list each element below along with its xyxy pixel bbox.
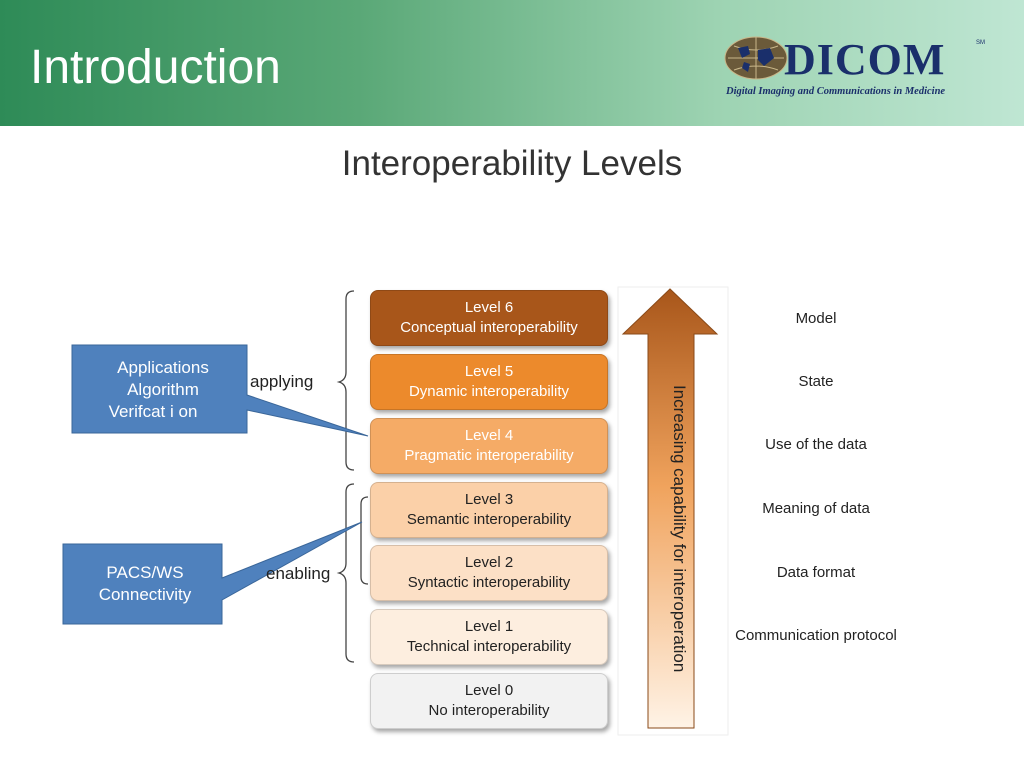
applying-bracket — [336, 290, 355, 471]
level-6-box: Level 6 Conceptual interoperability — [370, 290, 608, 346]
enabling-bracket — [336, 483, 355, 663]
callout-line: PACS/WS — [106, 563, 184, 582]
level-number: Level 2 — [464, 554, 514, 571]
applications-callout: Applications Algorithm Verifcat i on — [88, 357, 238, 423]
right-label-protocol: Communication protocol — [735, 627, 897, 644]
level-4-box: Level 4 Pragmatic interoperability — [370, 418, 608, 474]
level-name: Technical interoperability — [406, 638, 572, 655]
callout-line: Algorithm — [127, 380, 199, 399]
callout-line: Connectivity — [98, 585, 192, 604]
level-number: Level 3 — [464, 491, 514, 508]
level-name: Syntactic interoperability — [407, 574, 571, 591]
level-3-box: Level 3 Semantic interoperability — [370, 482, 608, 538]
arrow-label: Increasing capability for interoperation — [670, 385, 689, 673]
dicom-wordmark: DICOM — [784, 35, 946, 84]
right-label-state: State — [798, 373, 834, 390]
level-name: Pragmatic interoperability — [404, 447, 574, 464]
level-1-box: Level 1 Technical interoperability — [370, 609, 608, 665]
level-name: Conceptual interoperability — [400, 319, 578, 336]
pacs-callout: PACS/WS Connectivity — [75, 562, 215, 606]
level-number: Level 4 — [464, 427, 514, 444]
level-2-box: Level 2 Syntactic interoperability — [370, 545, 608, 601]
right-label-use: Use of the data — [765, 436, 867, 453]
header-banner: Introduction DICOM SM Digital Imaging an… — [0, 0, 1024, 126]
callout-line: Applications — [117, 358, 209, 377]
level-name: Semantic interoperability — [406, 511, 572, 528]
level-name: Dynamic interoperability — [408, 383, 570, 400]
right-label-format: Data format — [776, 564, 856, 581]
page-title: Introduction — [30, 41, 281, 94]
right-label-meaning: Meaning of data — [762, 500, 870, 517]
right-label-model: Model — [795, 310, 837, 327]
service-mark: SM — [976, 40, 985, 46]
dicom-logo: DICOM SM Digital Imaging and Communicati… — [724, 34, 988, 104]
callout-line: Verifcat i on — [108, 402, 198, 421]
level-name: No interoperability — [428, 702, 550, 719]
inner-bracket — [360, 496, 369, 585]
level-number: Level 1 — [464, 618, 514, 635]
globe-icon — [724, 36, 788, 80]
level-5-box: Level 5 Dynamic interoperability — [370, 354, 608, 410]
level-number: Level 6 — [464, 299, 514, 316]
enabling-label: enabling — [266, 564, 331, 583]
level-number: Level 5 — [464, 363, 514, 380]
applying-label: applying — [250, 372, 314, 391]
level-0-box: Level 0 No interoperability — [370, 673, 608, 729]
logo-subtitle: Digital Imaging and Communications in Me… — [726, 86, 946, 97]
level-number: Level 0 — [464, 682, 514, 699]
diagram-title: Interoperability Levels — [341, 144, 683, 183]
